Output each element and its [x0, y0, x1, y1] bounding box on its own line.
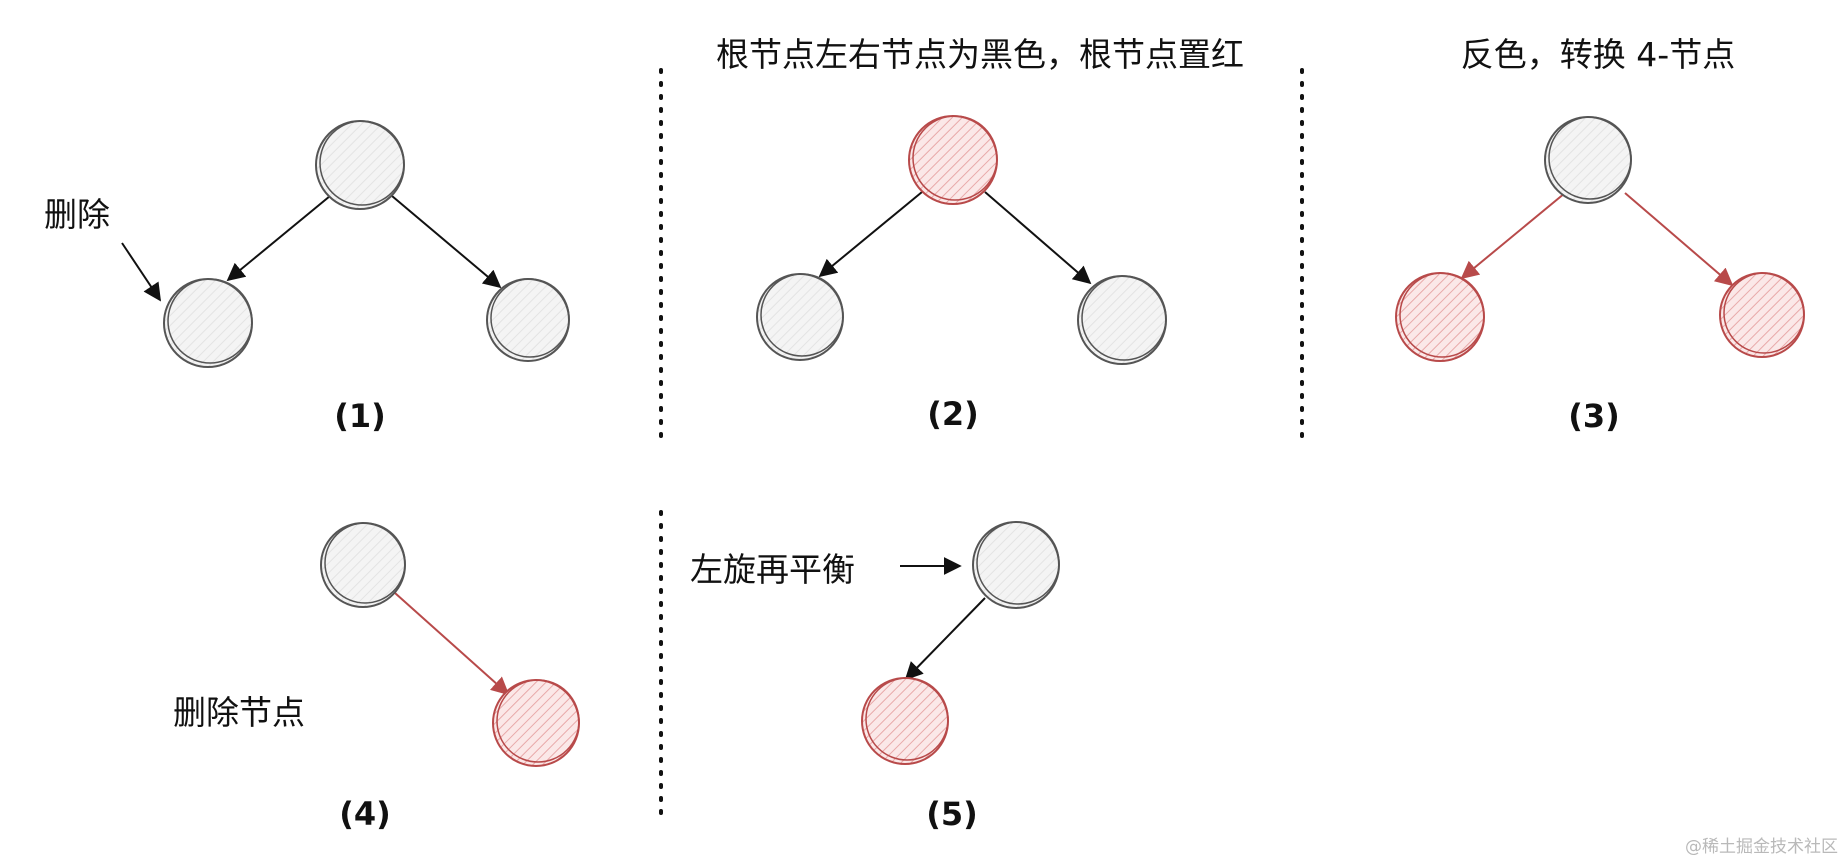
panel-caption: (1) — [334, 397, 386, 435]
node-red — [908, 115, 998, 205]
node-black — [1077, 275, 1167, 365]
edge-1-left — [226, 195, 331, 282]
edge-1-right — [391, 195, 502, 289]
note-rotate: 左旋再平衡 — [690, 550, 855, 589]
node-red — [1395, 272, 1485, 362]
node-black — [972, 521, 1060, 609]
note-delete-node: 删除节点 — [173, 693, 305, 732]
panel-heading: 反色，转换 4-节点 — [1461, 35, 1735, 74]
edge-3-left — [1460, 192, 1566, 280]
node-black — [756, 273, 844, 361]
edge-3-right — [1624, 192, 1734, 287]
node-red — [1719, 272, 1805, 358]
node-red — [492, 679, 580, 767]
edge-2-left — [818, 191, 923, 278]
edge-4-right — [394, 592, 510, 696]
panel-2: 根节点左右节点为黑色，根节点置红 (2) — [716, 35, 1244, 433]
node-black — [486, 278, 570, 362]
node-black — [315, 120, 405, 210]
panel-heading: 根节点左右节点为黑色，根节点置红 — [716, 35, 1244, 74]
note-delete: 删除 — [44, 195, 110, 234]
panel-3: 反色，转换 4-节点 (3) — [1395, 35, 1805, 435]
panel-5: 左旋再平衡 (5) — [690, 521, 1060, 833]
node-black — [163, 278, 253, 368]
panel-4: 删除节点 (4) — [173, 522, 580, 833]
panel-1: 删除 (1) — [44, 120, 570, 435]
panel-caption: (2) — [927, 395, 979, 433]
panel-caption: (5) — [926, 795, 978, 833]
node-black — [320, 522, 406, 608]
node-red — [861, 677, 949, 765]
panel-caption: (4) — [339, 795, 391, 833]
note-arrow — [121, 242, 161, 302]
edge-5-left — [904, 597, 986, 681]
watermark: @稀土掘金技术社区 — [1685, 837, 1838, 857]
node-black — [1544, 116, 1632, 204]
panel-caption: (3) — [1568, 397, 1620, 435]
edge-2-right — [984, 191, 1092, 285]
